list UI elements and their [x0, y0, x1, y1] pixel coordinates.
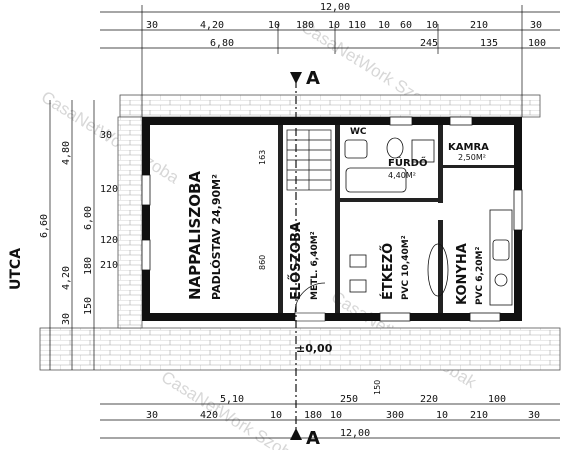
- room-eloszoba-area: METL. 6,40M²: [310, 231, 320, 300]
- room-eloszoba-name: ELŐSZOBA: [288, 222, 304, 300]
- left-dimension-col2: 6,00 180 150: [83, 206, 94, 315]
- dim-label: 180: [296, 20, 314, 31]
- dim-label: 245: [420, 38, 438, 49]
- interior-walls: [278, 125, 514, 313]
- street-label: UTCA: [8, 248, 24, 290]
- dim-label: 135: [480, 38, 498, 49]
- dim-label: 10: [270, 410, 282, 421]
- dim-label: 180: [304, 410, 322, 421]
- staircase: [286, 129, 332, 191]
- dim-label: 60: [400, 20, 412, 31]
- room-kamra-name: KAMRA: [448, 142, 489, 153]
- dim-label: 180: [83, 257, 94, 275]
- windows: [141, 116, 523, 322]
- dim-label: 100: [488, 394, 506, 405]
- dim-label: 30: [530, 20, 542, 31]
- watermark: CasaNetWork Szoba: [158, 367, 303, 450]
- terrace-paving-bottom: [39, 327, 561, 371]
- room-kamra-area: 2,50M²: [458, 153, 486, 162]
- dim-label: 10: [330, 410, 342, 421]
- top-dimension-lines: [100, 5, 560, 117]
- dim-label: 4,80: [61, 141, 72, 165]
- dim-label: 4,20: [61, 266, 72, 290]
- dim-label: 10: [268, 20, 280, 31]
- dim-label: 6,00: [83, 206, 94, 230]
- left-overall-dimension: 6,60: [39, 214, 50, 238]
- dim-label: 30: [528, 410, 540, 421]
- section-label-bottom: A: [306, 428, 320, 449]
- dim-label: 4,20: [200, 20, 224, 31]
- dim-label: 150: [83, 297, 94, 315]
- room-furdo-name: FÜRDŐ: [388, 155, 427, 169]
- top-dimension-row2: 6,80 245 135 100: [210, 38, 546, 49]
- dim-label: 10: [426, 20, 438, 31]
- dim-label: 120: [100, 235, 118, 246]
- dim-label: 420: [200, 410, 218, 421]
- room-nappali-name: NAPPALISZOBA: [186, 171, 204, 300]
- level-mark: ±0,00: [296, 342, 333, 355]
- dining-table: [349, 243, 449, 297]
- bottom-dimension-row1: 5,10 250 220 100: [220, 394, 506, 405]
- dim-label: 6,80: [210, 38, 234, 49]
- left-dimension-col3: 30 120 120 210: [100, 130, 118, 271]
- dim-label: 220: [420, 394, 438, 405]
- dim-label: 30: [146, 410, 158, 421]
- dim-label: 210: [470, 410, 488, 421]
- section-marker-top: A: [290, 68, 320, 89]
- room-etkezo-area: PVC 10,40M²: [401, 235, 411, 300]
- bottom-dimension-lines: [100, 403, 560, 439]
- misc-label: 163: [258, 150, 267, 165]
- dim-label: 110: [348, 20, 366, 31]
- dim-label: 5,10: [220, 394, 244, 405]
- dim-label: 120: [100, 184, 118, 195]
- dim-label: 10: [378, 20, 390, 31]
- terrace-paving-left: [117, 116, 143, 329]
- bathroom-fixtures: [344, 137, 435, 193]
- dim-label: 10: [328, 20, 340, 31]
- dim-label: 300: [386, 410, 404, 421]
- entry-door-opening: [294, 312, 326, 322]
- room-nappali-area: PADLÓSTAV 24,90M²: [210, 174, 223, 300]
- dim-label: 30: [146, 20, 158, 31]
- bottom-overall-dimension: 12,00: [340, 428, 370, 439]
- kitchen-fixtures: [489, 209, 513, 306]
- room-konyha-area: PVC 6,20M²: [475, 247, 485, 305]
- dim-label: 10: [436, 410, 448, 421]
- bottom-dimension-row2: 30 420 10 180 10 300 10 210 30: [146, 410, 540, 421]
- dim-label: 210: [100, 260, 118, 271]
- room-konyha-name: KONYHA: [455, 243, 470, 305]
- left-dimension-col1: 4,80 4,20 30: [61, 141, 72, 325]
- section-marker-bottom: A: [290, 428, 320, 449]
- dim-label: 250: [340, 394, 358, 405]
- dim-label: 100: [528, 38, 546, 49]
- room-furdo-area: 4,40M²: [388, 171, 416, 180]
- misc-label: 860: [258, 255, 267, 270]
- left-dimension-lines: [49, 100, 95, 370]
- misc-label: 150: [373, 380, 382, 395]
- dim-label: 30: [61, 313, 72, 325]
- terrace-paving-top: [119, 94, 541, 118]
- top-dimension-row1: 30 4,20 10 180 10 110 10 60 10 210 30: [146, 20, 542, 31]
- room-wc-name: WC: [350, 127, 367, 137]
- dim-label: 30: [100, 130, 112, 141]
- watermark-group: CasaNetWork Szoba CasaNetWork Szob CasaN…: [38, 17, 480, 450]
- dim-label: 210: [470, 20, 488, 31]
- room-etkezo-name: ÉTKEZŐ: [380, 243, 396, 300]
- top-overall-dimension: 12,00: [320, 2, 350, 13]
- section-label-top: A: [306, 68, 320, 89]
